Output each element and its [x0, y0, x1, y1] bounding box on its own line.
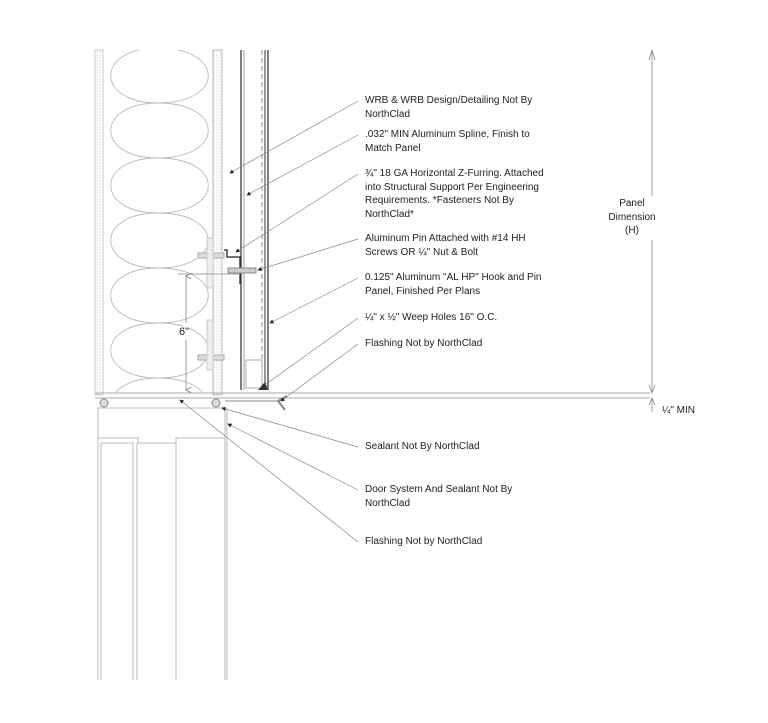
panel — [240, 50, 269, 390]
insulation — [110, 50, 209, 393]
z-furring-and-pins — [197, 237, 257, 371]
sill-flashing — [95, 392, 650, 411]
leader-lines — [179, 100, 359, 543]
pin-spacing-label: 6" — [179, 326, 190, 340]
callout-weep-holes: ¼" x ½" Weep Holes 16" O.C. — [365, 312, 498, 323]
callout-flashing-bottom: Flashing Not by NorthClad — [365, 536, 483, 547]
panel-dimension — [648, 48, 656, 412]
pin-spacing-dimension — [178, 274, 240, 390]
callout-sealant: Sealant Not By NorthClad — [365, 441, 480, 452]
callout-flashing-top: Flashing Not by NorthClad — [365, 338, 483, 349]
sheathing-layer — [212, 49, 223, 396]
door-frame — [97, 407, 228, 680]
gypsum-layer — [94, 49, 104, 396]
min-gap-label: ¼" MIN — [662, 405, 695, 416]
